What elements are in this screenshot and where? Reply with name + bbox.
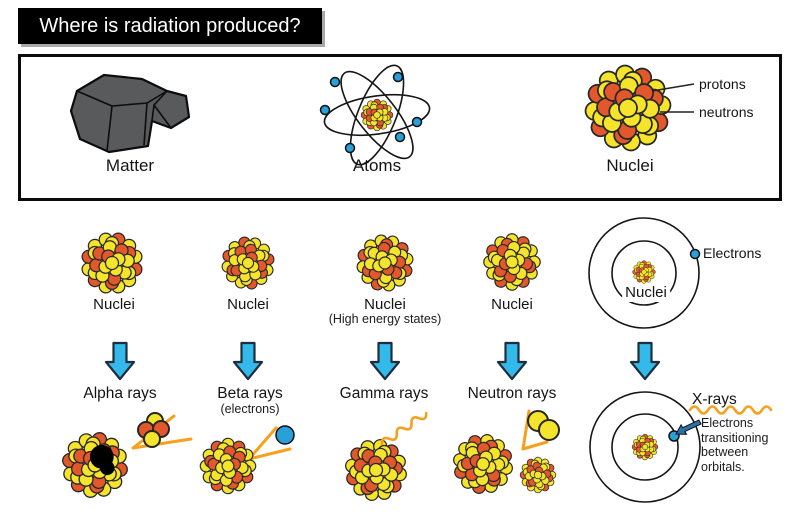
neutron-particle [538,419,560,441]
beta-electron [275,425,295,445]
neutron-source-label: Nuclei [491,296,533,313]
gamma-source-label: Nuclei [364,296,406,313]
xray-source-label: Nuclei [622,284,670,302]
atoms-label: Atoms [352,156,402,175]
beta-source-nucleus [217,232,279,294]
alpha-rays-label: Alpha rays [83,385,157,402]
neutrons-label: neutrons [699,104,754,120]
electrons-label: Electrons [703,245,762,261]
xray-atom-figure [589,391,773,503]
gamma-emission-figure [332,408,430,514]
electron-dot [394,131,406,143]
alpha-source-nucleus [73,224,151,302]
down-arrow-icon [629,341,661,381]
beta-rays-label: Beta rays [217,385,283,402]
nuclei-cluster-figure [570,50,695,166]
matter-label: Matter [105,156,155,175]
wavy-ray-icon [378,408,430,449]
electron-dot [329,76,341,88]
xrays-label: X-rays [692,391,737,408]
xray-caption: Electrons transitioning between orbitals… [701,416,769,474]
electron-dot [392,71,404,83]
beta-decay-figure [189,425,295,505]
small-daughter-nucleus [513,450,563,500]
electron-dot [411,116,423,128]
atom-nucleus [632,260,656,284]
down-arrow-icon [496,341,528,381]
electron-pointer-arrow [675,419,702,435]
neutron-source-nucleus [472,222,552,302]
neutron-emission-figure [444,409,563,503]
alpha-decay-figure [56,412,193,504]
rock-figure [69,73,191,154]
beta-rays-note: (electrons) [220,402,280,416]
gamma-rays-label: Gamma rays [339,385,429,402]
atom-nucleus [631,433,659,461]
alpha-particle [137,412,170,448]
electron-dot [319,104,331,116]
beta-source-label: Nuclei [227,296,269,313]
electron-dot [689,248,701,260]
protons-pointer-line [651,83,695,92]
gamma-source-nucleus [348,226,422,300]
electron-dot [344,142,356,154]
down-arrow-icon [104,341,136,381]
neutron-rays-label: Neutron rays [467,385,557,402]
gamma-source-note: (High energy states) [328,312,442,326]
page-title: Where is radiation produced? [18,8,322,44]
atom-figure [319,64,431,166]
alpha-source-label: Nuclei [93,296,135,313]
down-arrow-icon [232,341,264,381]
protons-label: protons [699,76,746,92]
nuclei-label: Nuclei [606,156,654,175]
matter-atoms-nuclei-box [18,54,782,201]
bohr-atom-figure [588,217,701,329]
down-arrow-icon [369,341,401,381]
